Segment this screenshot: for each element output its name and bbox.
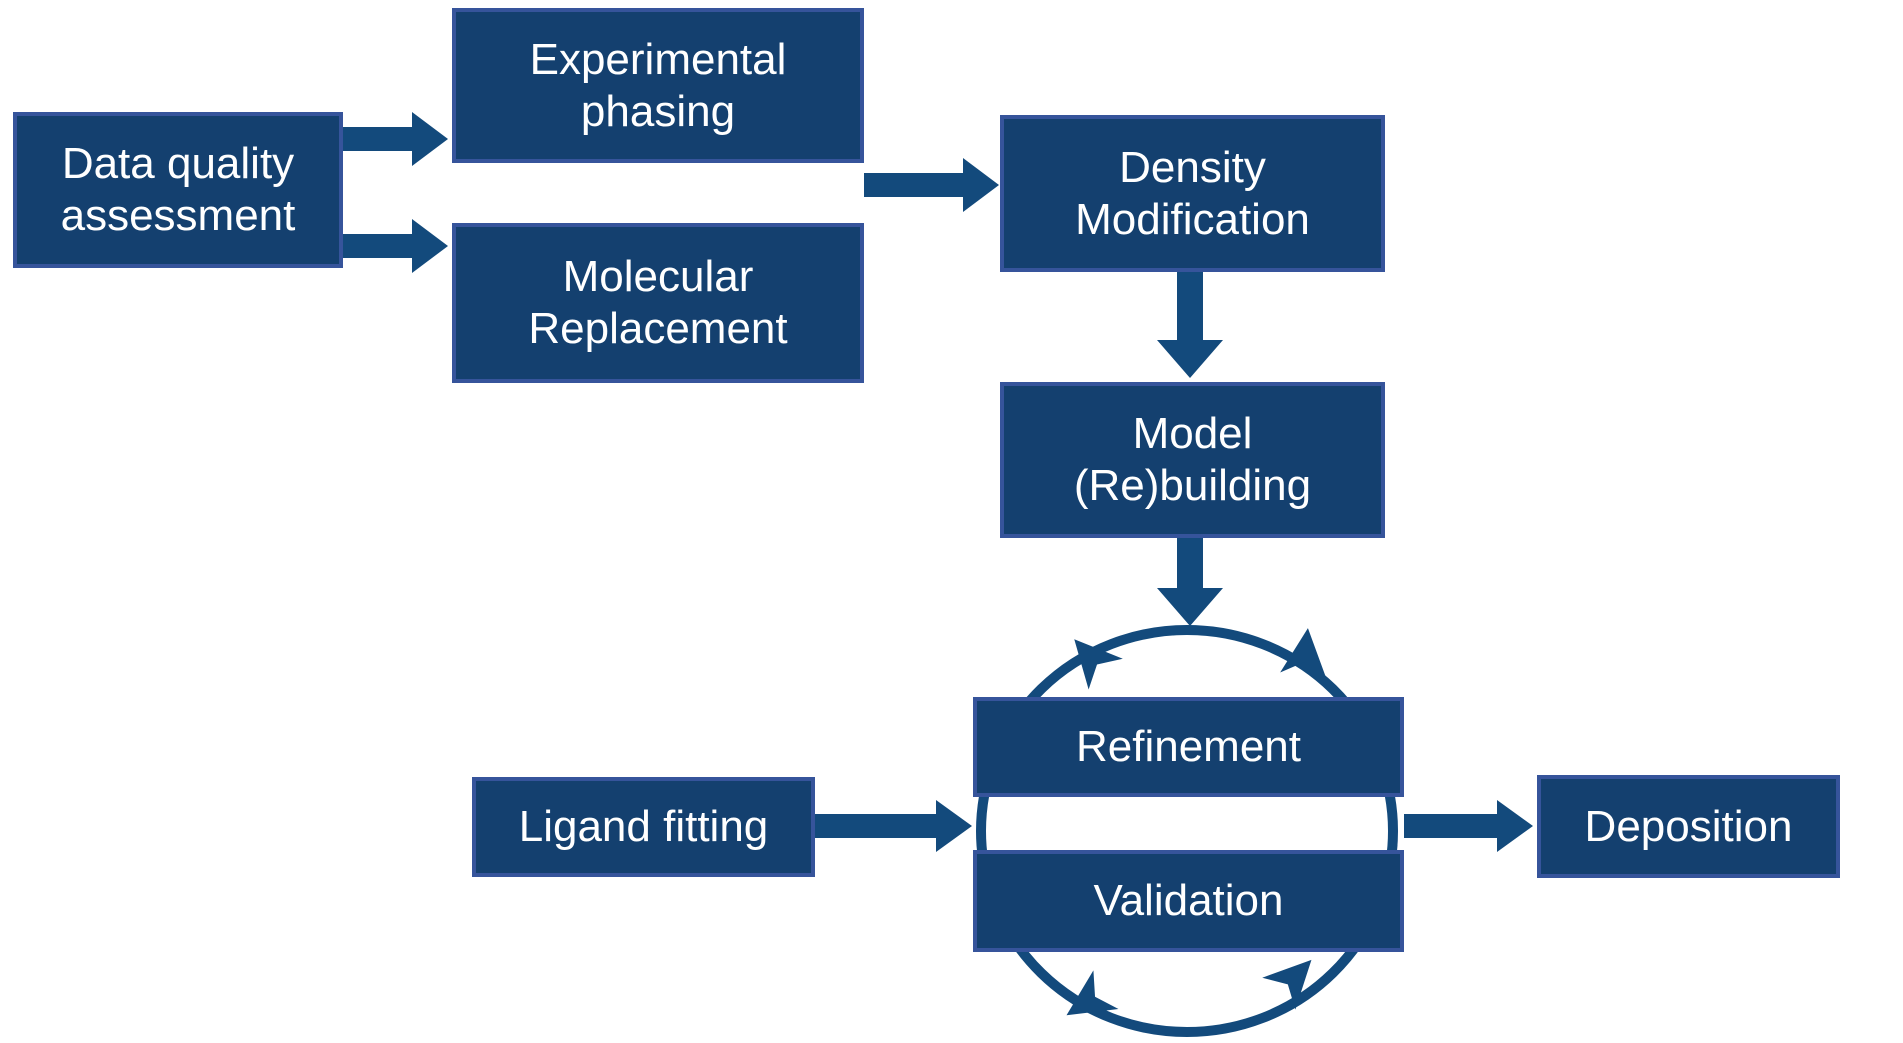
node-label: Density Modification <box>1075 142 1310 244</box>
node-label: Data quality assessment <box>60 139 296 240</box>
node-label: Validation <box>1093 876 1284 926</box>
node-label: Experimental phasing <box>529 34 787 136</box>
arrow-phasing-to-density-modification-icon <box>864 158 999 212</box>
cycle-arrowhead-bottom-right-icon <box>1262 959 1312 1010</box>
node-data-quality-assessment: Data quality assessment <box>13 112 343 268</box>
node-label: Refinement <box>1075 722 1301 772</box>
cycle-arrowhead-bottom-left-icon <box>1066 970 1119 1016</box>
node-ligand-fitting: Ligand fitting <box>472 777 815 877</box>
node-label: Ligand fitting <box>518 802 769 852</box>
node-density-modification: Density Modification <box>1000 115 1385 272</box>
node-model-rebuilding: Model (Re)building <box>1000 382 1385 538</box>
arrow-density-modification-to-model-rebuilding-icon <box>1157 272 1223 378</box>
node-label: Model (Re)building <box>1073 409 1312 510</box>
arrow-data-quality-to-experimental-phasing-icon <box>343 112 448 166</box>
cycle-arrowhead-top-left-icon <box>1074 639 1123 690</box>
cycle-circle <box>976 625 1398 1037</box>
node-refinement: Refinement <box>973 697 1404 797</box>
node-label: Deposition <box>1584 801 1793 851</box>
node-label: Molecular Replacement <box>528 252 788 353</box>
node-deposition: Deposition <box>1537 775 1840 878</box>
arrow-ligand-fitting-to-cycle-icon <box>815 800 972 852</box>
node-validation: Validation <box>973 850 1404 952</box>
arrow-cycle-to-deposition-icon <box>1404 800 1533 852</box>
node-experimental-phasing: Experimental phasing <box>452 8 864 163</box>
node-molecular-replacement: Molecular Replacement <box>452 223 864 383</box>
arrow-model-rebuilding-to-cycle-icon <box>1157 538 1223 626</box>
cycle-arrowhead-top-right-icon <box>1280 628 1326 678</box>
arrow-data-quality-to-molecular-replacement-icon <box>343 219 448 273</box>
